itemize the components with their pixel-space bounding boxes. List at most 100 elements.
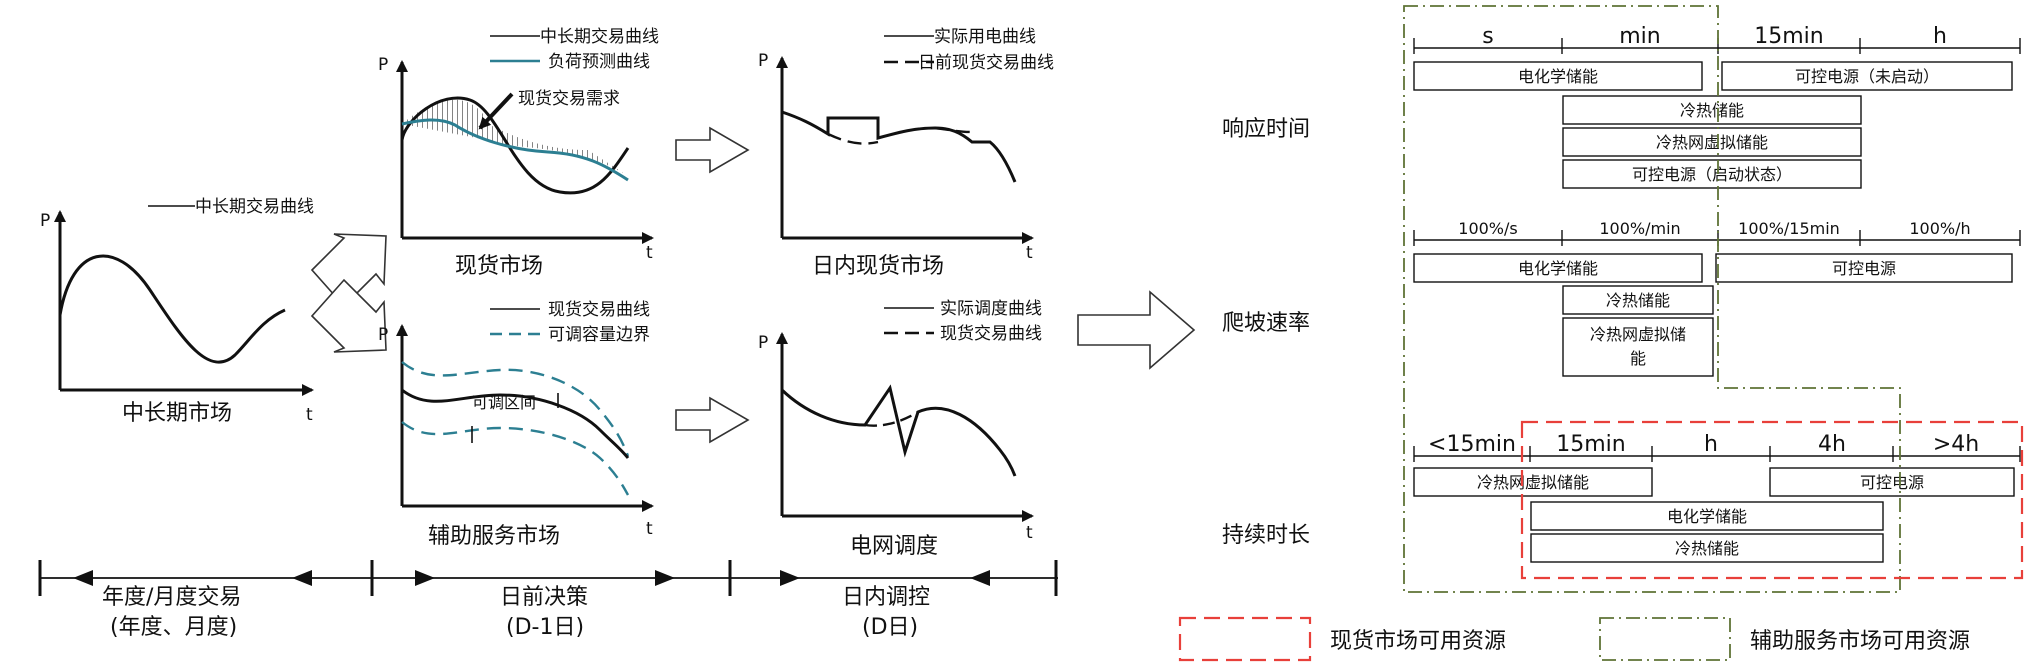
legend-long-term-text: 中长期交易曲线 xyxy=(540,27,659,47)
hollow-arrow-down xyxy=(310,278,387,353)
resource-box xyxy=(1715,253,2013,283)
timeline-arrow-head xyxy=(292,570,312,586)
axis-p-label: P xyxy=(378,325,388,345)
resource-label: 冷热网虚拟储能 xyxy=(1477,473,1589,492)
grid-dispatch-title: 电网调度 xyxy=(850,534,938,559)
legend-adjustable-bound-text: 可调容量边界 xyxy=(548,325,650,345)
legend-ancillary-swatch xyxy=(1599,617,1731,661)
timeline-intraday-line2: (D日) xyxy=(862,615,918,640)
resource-label: 可控电源 xyxy=(1860,473,1924,492)
resource-label: 冷热网虚拟储能 xyxy=(1656,133,1768,152)
axis-p-label: P xyxy=(378,55,388,75)
axis-t-label: t xyxy=(646,519,653,539)
unit-label: 100%/s xyxy=(1458,219,1517,238)
timeline-arrow-head xyxy=(780,570,800,586)
legend-ancillary-text: 辅助服务市场可用资源 xyxy=(1750,629,1970,654)
legend-actual-dispatch-text: 实际调度曲线 xyxy=(940,299,1042,319)
legend-long-term-text: 中长期交易曲线 xyxy=(195,197,314,217)
resource-box xyxy=(1562,159,1862,189)
spot-demand-label: 现货交易需求 xyxy=(518,89,620,109)
resource-box xyxy=(1562,285,1714,315)
timeline-annual-line1: 年度/月度交易 xyxy=(102,585,241,610)
timeline-dayahead-line2: (D-1日) xyxy=(506,615,584,640)
intraday-spot-market-title: 日内现货市场 xyxy=(812,254,944,279)
resource-label: 冷热网虚拟储 xyxy=(1590,325,1686,344)
unit-label: s xyxy=(1482,24,1493,49)
unit-label: <15min xyxy=(1428,432,1516,457)
long-term-trade-curve xyxy=(58,254,286,364)
grid-dispatch-panel: P t 实际调度曲线 现货交易曲线 电网调度 xyxy=(758,299,1042,559)
ancillary-market-title: 辅助服务市场 xyxy=(428,524,560,549)
spot-trade-curve xyxy=(401,388,630,459)
axis-p-label: P xyxy=(758,51,768,71)
legend-spot-trade-text: 现货交易曲线 xyxy=(940,324,1042,344)
hollow-arrow-right xyxy=(675,396,750,444)
resource-box xyxy=(1562,95,1862,125)
resource-label: 可控电源（启动状态） xyxy=(1632,165,1792,184)
axis-t-label: t xyxy=(1026,243,1033,263)
adjustable-range-label: 可调区间 xyxy=(472,393,536,412)
resource-box xyxy=(1530,533,1884,563)
resource-box xyxy=(1413,467,1653,497)
unit-label: h xyxy=(1704,432,1718,457)
timeline-arrow-head xyxy=(73,570,93,586)
duration-scale: <15min 15min h 4h >4h 冷热网虚拟储能 可控电源 电化学储能… xyxy=(1413,432,2021,563)
resource-box xyxy=(1562,317,1714,377)
spot-demand-hatch-2 xyxy=(402,119,525,147)
timeline-dayahead-line1: 日前决策 xyxy=(500,585,588,610)
hollow-arrow-right xyxy=(675,126,750,174)
day-ahead-spot-curve xyxy=(827,126,973,145)
resource-label: 电化学储能 xyxy=(1518,67,1598,86)
resource-box xyxy=(1413,253,1703,283)
timeline: 年度/月度交易 (年度、月度) 日前决策 (D-1日) 日内调控 (D日) xyxy=(38,560,1058,640)
load-forecast-curve xyxy=(401,118,629,182)
resource-label: 电化学储能 xyxy=(1518,259,1598,278)
timeline-arrow-head xyxy=(415,570,435,586)
ancillary-resource-region xyxy=(1403,5,1901,593)
resource-label: 可控电源（未启动） xyxy=(1795,67,1939,86)
legend-spot-swatch xyxy=(1178,616,1312,662)
resource-box xyxy=(1413,61,1703,91)
duration-label: 持续时长 xyxy=(1222,523,1310,548)
response-time-label: 响应时间 xyxy=(1222,117,1310,142)
intraday-spot-market-panel: P t 实际用电曲线 日前现货交易曲线 日内现货市场 xyxy=(758,27,1054,279)
response-time-scale: s min 15min h 电化学储能 可控电源（未启动） 冷热储能 冷热网虚拟… xyxy=(1413,24,2021,189)
resource-label: 冷热储能 xyxy=(1606,291,1670,310)
unit-label: 100%/15min xyxy=(1738,219,1840,238)
unit-label: min xyxy=(1619,24,1661,49)
unit-label: h xyxy=(1933,24,1947,49)
legend-spot-text: 现货市场可用资源 xyxy=(1330,629,1506,654)
actual-dispatch-curve xyxy=(780,384,1017,477)
spot-market-title: 现货市场 xyxy=(455,254,543,279)
timeline-arrow-head xyxy=(970,570,990,586)
resource-label: 电化学储能 xyxy=(1667,507,1747,526)
unit-label: 100%/min xyxy=(1599,219,1680,238)
resource-label: 可控电源 xyxy=(1832,259,1896,278)
axis-t-label: t xyxy=(306,405,313,425)
spot-trade-dashed-curve xyxy=(864,410,919,427)
unit-label: 15min xyxy=(1556,432,1625,457)
axis-t-label: t xyxy=(646,243,653,263)
long-term-market-panel: P t 中长期交易曲线 中长期市场 xyxy=(40,197,314,426)
spot-market-panel: P t 现货交易需求 中长期交易曲线 负荷预测曲线 现货市场 xyxy=(378,27,659,279)
lower-boundary-curve xyxy=(401,421,630,496)
resource-box xyxy=(1769,467,2015,497)
resource-label: 冷热储能 xyxy=(1675,539,1739,558)
timeline-arrow-head xyxy=(655,570,675,586)
timeline-annual-line2: (年度、月度) xyxy=(110,615,237,640)
ramp-rate-scale: 100%/s 100%/min 100%/15min 100%/h 电化学储能 … xyxy=(1413,219,2021,377)
resource-label: 冷热储能 xyxy=(1680,101,1744,120)
legend-spot-trade-text: 现货交易曲线 xyxy=(548,300,650,320)
axis-p-label: P xyxy=(40,211,50,231)
unit-label: >4h xyxy=(1933,432,1979,457)
resource-box xyxy=(1562,127,1862,157)
timeline-intraday-line1: 日内调控 xyxy=(842,585,930,610)
upper-boundary-curve xyxy=(401,361,630,457)
legend-day-ahead-spot-text: 日前现货交易曲线 xyxy=(918,53,1054,73)
ancillary-market-panel: P t 可调区间 现货交易曲线 可调容量边界 辅助服务市场 xyxy=(378,300,654,549)
ramp-rate-label: 爬坡速率 xyxy=(1222,311,1310,336)
unit-label: 4h xyxy=(1818,432,1846,457)
axis-t-label: t xyxy=(1026,523,1033,543)
spot-demand-hatch xyxy=(402,99,628,176)
